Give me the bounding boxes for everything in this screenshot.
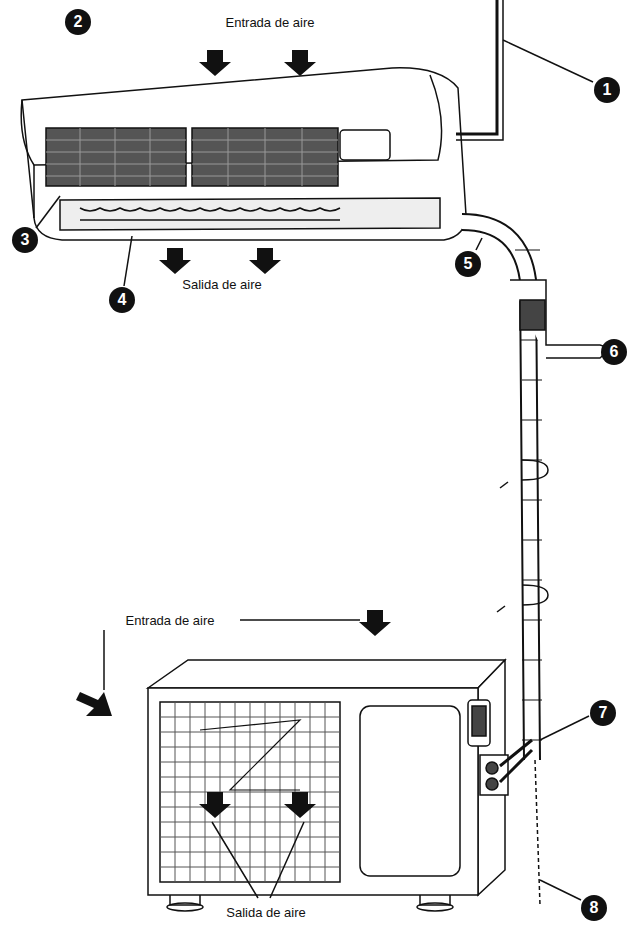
callout-number: 6 xyxy=(601,339,627,365)
air-flow-label: Entrada de aire xyxy=(224,15,317,30)
callout-number: 4 xyxy=(109,287,135,313)
callout-number: 1 xyxy=(594,77,620,103)
callout-number: 3 xyxy=(12,227,38,253)
air-flow-label: Entrada de aire xyxy=(124,613,217,628)
callout-number: 5 xyxy=(455,251,481,277)
air-flow-label: Salida de aire xyxy=(224,905,308,920)
callout-number: 2 xyxy=(65,9,91,35)
callout-number: 7 xyxy=(590,700,616,726)
air-flow-label: Salida de aire xyxy=(180,277,264,292)
callout-number: 8 xyxy=(581,895,607,921)
